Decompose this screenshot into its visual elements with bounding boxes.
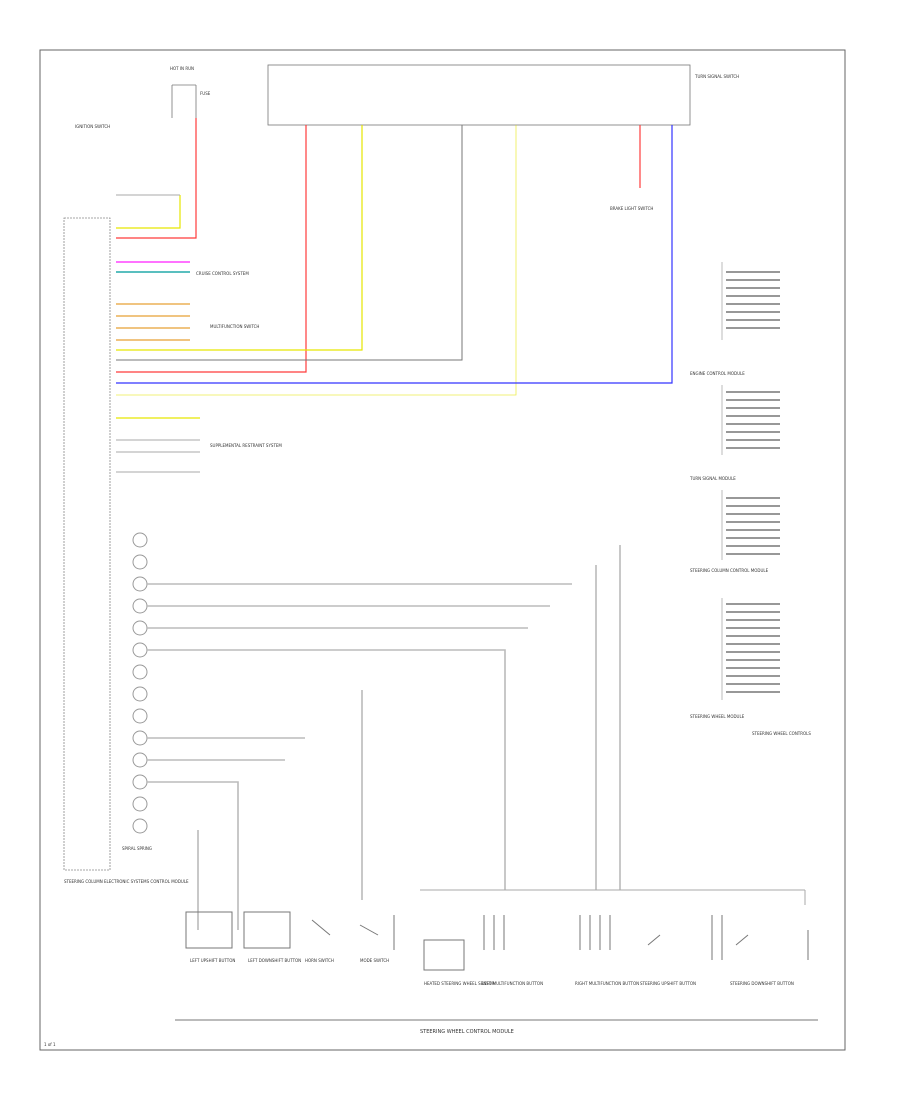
steering-wheel-module-label: STEERING WHEEL MODULE <box>690 714 745 719</box>
outer-frame <box>39 49 846 1051</box>
left-multifunction-label: LEFT MULTIFUNCTION BUTTON <box>482 981 543 986</box>
blue-wire <box>116 125 673 384</box>
fuse-label: FUSE <box>200 91 211 96</box>
left-upshift-label: LEFT UPSHIFT BUTTON <box>190 958 235 963</box>
red-wire-switch <box>116 125 307 373</box>
brake-light-switch-label: BRAKE LIGHT SWITCH <box>610 206 653 211</box>
left-upshift-box <box>185 911 233 949</box>
left-downshift-box <box>243 911 291 949</box>
harness-lines <box>147 583 572 930</box>
engine-control-label: ENGINE CONTROL MODULE <box>690 371 745 376</box>
yellow-wire-4 <box>116 125 517 396</box>
heated-sensor-label: HEATED STEERING WHEEL SENSOR <box>424 981 495 986</box>
hot-in-run-label: HOT IN RUN <box>170 66 194 71</box>
turn-signal-module-label: TURN SIGNAL MODULE <box>689 476 736 481</box>
yellow-wire-2 <box>116 195 181 229</box>
gray-wire <box>116 125 463 361</box>
mode-switch-label: MODE SWITCH <box>360 958 389 963</box>
bottom-title: STEERING WHEEL CONTROL MODULE <box>420 1029 514 1035</box>
yellow-wire-1 <box>116 125 363 351</box>
horn-switch-label: HORN SWITCH <box>305 958 334 963</box>
turn-signal-switch-label: TURN SIGNAL SWITCH <box>694 74 739 79</box>
connector-column <box>132 532 148 834</box>
red-wire-fuse <box>116 118 197 239</box>
steering-upshift-label: STEERING UPSHIFT BUTTON <box>640 981 696 986</box>
supplemental-restraint-label: SUPPLEMENTAL RESTRAINT SYSTEM <box>210 443 282 448</box>
left-downshift-label: LEFT DOWNSHIFT BUTTON <box>248 958 301 963</box>
page-number: 1 of 1 <box>44 1042 56 1047</box>
multifunction-switch-label: MULTIFUNCTION SWITCH <box>210 324 259 329</box>
steering-wheel-controls-label: STEERING WHEEL CONTROLS <box>752 731 811 736</box>
cruise-control-label: CRUISE CONTROL SYSTEM <box>196 271 249 276</box>
main-module-box <box>63 217 111 871</box>
switch-symbols <box>311 915 809 960</box>
heated-sensor-box <box>423 939 465 971</box>
steering-column-module-label: STEERING COLUMN CONTROL MODULE <box>690 568 769 573</box>
ignition-switch-label: IGNITION SWITCH <box>75 124 110 129</box>
spiral-spring-label: SPIRAL SPRING <box>122 846 152 851</box>
bottom-component-labels: LEFT UPSHIFT BUTTON LEFT DOWNSHIFT BUTTO… <box>190 958 794 986</box>
right-module-stubs <box>726 271 780 693</box>
steering-downshift-label: STEERING DOWNSHIFT BUTTON <box>730 981 794 986</box>
main-module-label: STEERING COLUMN ELECTRONIC SYSTEMS CONTR… <box>64 879 189 884</box>
turn-signal-switch-box <box>267 64 691 126</box>
right-multifunction-label: RIGHT MULTIFUNCTION BUTTON <box>575 981 639 986</box>
